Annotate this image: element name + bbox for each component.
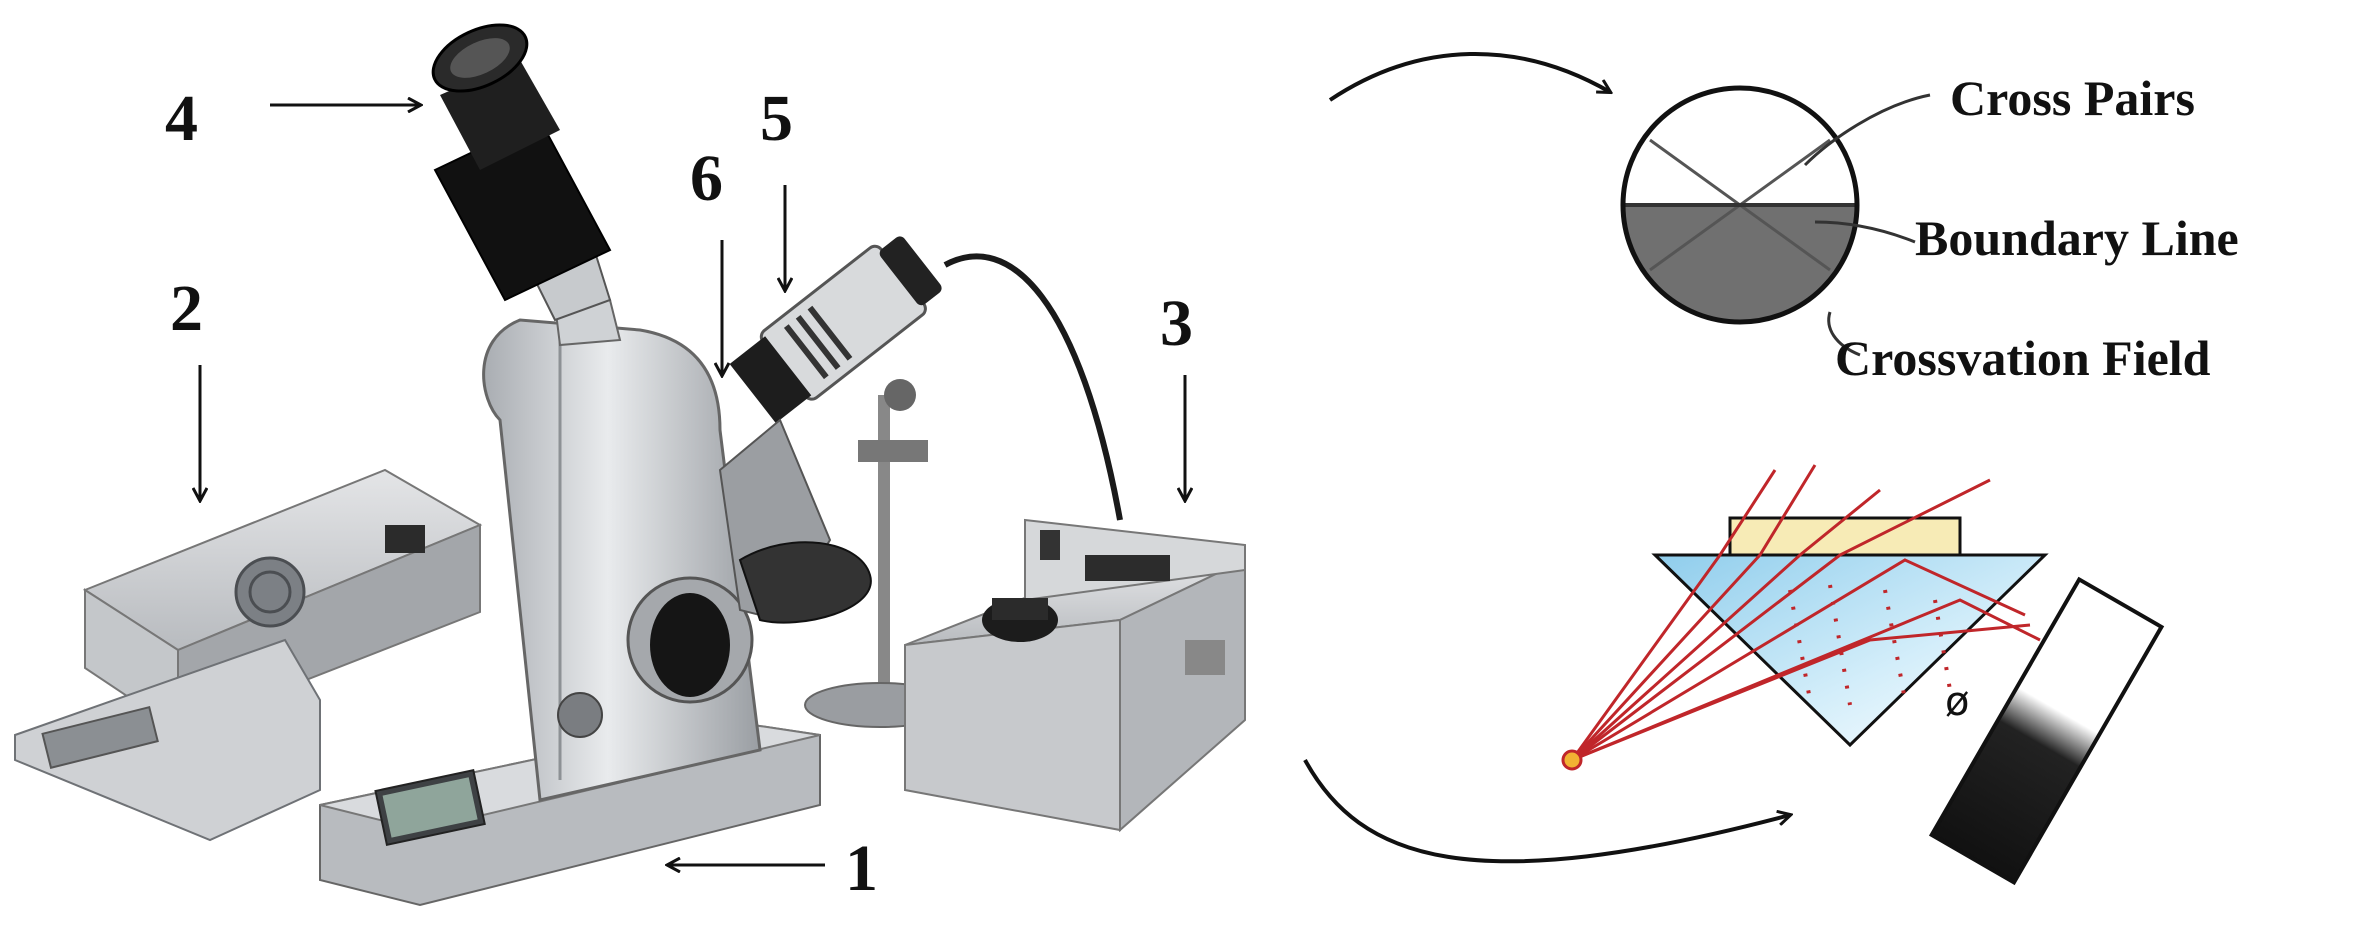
- field-labels: Cross Pairs Boundary Line Crossvation Fi…: [1803, 70, 2239, 386]
- leader-cross-pairs: [1803, 93, 1931, 167]
- callout-6: 6: [690, 142, 723, 215]
- detector-scale: [1928, 576, 2165, 886]
- callout-2: 2: [170, 272, 203, 345]
- leader-crossvation-field: [1827, 311, 1861, 357]
- telescope-eyepiece: [431, 23, 612, 322]
- label-cross-pairs: Cross Pairs: [1950, 70, 2195, 126]
- refractometer-body: [319, 298, 872, 907]
- critical-angle-symbol: ø: [1945, 679, 1969, 725]
- callout-5: 5: [760, 82, 793, 155]
- electronic-unit: [904, 518, 1246, 833]
- field-of-view: [1620, 85, 1860, 325]
- ray-dashes: [1788, 584, 1952, 706]
- prism-diagram: ø: [1561, 464, 2165, 886]
- callout-4: 4: [165, 82, 198, 155]
- label-boundary-line: Boundary Line: [1915, 210, 2239, 266]
- callout-3: 3: [1160, 287, 1193, 360]
- field-circle: [1620, 85, 1860, 325]
- callout-1: 1: [845, 832, 878, 905]
- callout-arrows: [200, 105, 1185, 865]
- thermostat-box: [14, 468, 483, 842]
- leader-boundary-line: [1814, 220, 1916, 244]
- curved-arrow-bottom: [1303, 759, 1790, 864]
- refractometer-instrument: [14, 23, 1246, 907]
- callout-numbers: 4 5 6 2 3 1: [165, 82, 1193, 905]
- label-crossvation-field: Crossvation Field: [1835, 330, 2211, 386]
- curved-arrow-top: [1328, 52, 1610, 102]
- light-rays: [1570, 464, 2041, 762]
- light-source-point: [1561, 749, 1583, 771]
